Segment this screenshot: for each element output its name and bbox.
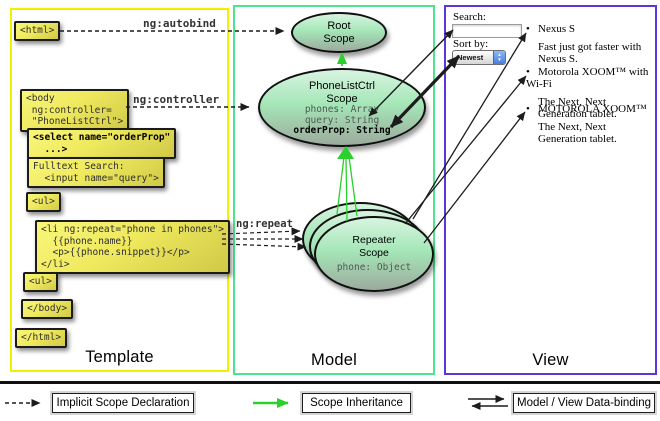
phone-snippet: The Next, Next Generation tablet.	[538, 121, 617, 145]
code-ul-close: <ul>	[23, 272, 58, 292]
model-panel: Model	[233, 5, 435, 375]
phone-name: Motorola XOOM™ with Wi-Fi	[526, 66, 649, 90]
repeater-scope-ellipse-front: Repeater Scope phone: Object	[314, 216, 434, 292]
phone-name: MOTOROLA XOOM™	[538, 103, 647, 115]
sort-select[interactable]: Newest ▲ ▼	[452, 50, 506, 65]
search-input[interactable]	[452, 24, 522, 38]
list-item: • Nexus S Fast just got faster with Nexus…	[526, 23, 656, 65]
code-html-close: </html>	[15, 328, 68, 348]
sort-select-value: Newest	[457, 53, 484, 62]
phone-name: Nexus S	[538, 23, 575, 35]
template-panel-title: Template	[85, 348, 154, 366]
legend-implicit-scope: Implicit Scope Declaration	[50, 391, 196, 415]
search-label: Search:	[453, 11, 486, 23]
code-select: <select name="orderProp" ...>	[27, 128, 177, 160]
bullet-icon: •	[526, 103, 530, 115]
code-html-open: <html>	[14, 21, 61, 41]
ng-repeat-label: ng:repeat	[236, 218, 293, 230]
root-scope-ellipse: Root Scope	[291, 12, 387, 53]
bullet-icon: •	[526, 23, 530, 35]
prop-phones: phones: Array	[304, 104, 380, 116]
model-panel-title: Model	[311, 351, 357, 369]
prop-phone: phone: Object	[336, 262, 412, 274]
list-item: • MOTOROLA XOOM™ The Next, Next Generatio…	[526, 103, 656, 145]
ng-autobind-label: ng:autobind	[143, 17, 216, 30]
root-scope-title: Root Scope	[323, 20, 355, 45]
code-ul-open: <ul>	[26, 192, 61, 212]
code-body-close: </body>	[21, 299, 74, 319]
legend-databinding-arrows	[468, 395, 508, 410]
code-fulltext: Fulltext Search: <input name="query">	[27, 157, 165, 189]
stepper-icon: ▲ ▼	[493, 51, 505, 64]
phone-snippet: Fast just got faster with Nexus S.	[538, 41, 642, 65]
code-li-repeat: <li ng:repeat="phone in phones"> {{phone…	[35, 220, 231, 275]
sort-by-label: Sort by:	[453, 38, 489, 50]
prop-orderprop: orderProp: String	[293, 125, 391, 137]
ng-controller-label: ng:controller	[133, 93, 220, 106]
list-item: •Motorola XOOM™ with Wi-Fi The Next, Nex…	[526, 66, 656, 120]
phonelistctrl-scope-ellipse: PhoneListCtrl Scope phones: Array query:…	[258, 68, 426, 147]
stepper-down-icon: ▼	[497, 56, 502, 62]
legend-separator	[0, 381, 660, 384]
repeater-scope-title: Repeater Scope	[352, 234, 396, 259]
prop-query: query: String	[304, 114, 380, 126]
legend-model-view-databinding: Model / View Data-binding	[511, 391, 657, 415]
phone-snippet: The Next, Next Generation tablet.	[538, 96, 617, 120]
phonelistctrl-scope-title: PhoneListCtrl Scope	[308, 80, 376, 105]
code-body-open: <body ng:controller= "PhoneListCtrl">	[20, 89, 130, 132]
view-panel-title: View	[532, 351, 569, 369]
bullet-icon: •	[526, 66, 530, 78]
legend-scope-inheritance: Scope Inheritance	[300, 391, 413, 415]
